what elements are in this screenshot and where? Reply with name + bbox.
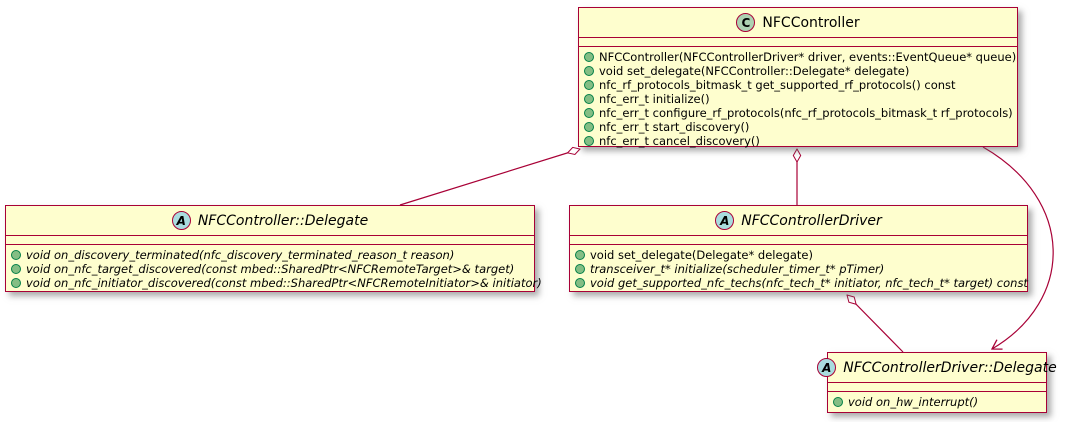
edge-driver-aggregates-delegate (847, 295, 904, 353)
class-title-bar: C NFCController (579, 8, 1017, 38)
class-name: NFCController::Delegate (197, 212, 369, 229)
method-signature: void on_nfc_target_discovered(const mbed… (26, 262, 515, 276)
class-nfccontrollerdriver-delegate: A NFCControllerDriver::Delegate void on_… (817, 352, 1057, 413)
public-visibility-icon (584, 122, 594, 132)
method-signature: nfc_err_t initialize() (599, 92, 710, 106)
class-name: NFCControllerDriver (741, 212, 882, 229)
method-signature: void set_delegate(NFCController::Delegat… (599, 64, 910, 78)
class-nfccontrollerdriver: A NFCControllerDriver void set_delegate(… (569, 205, 1028, 292)
method-row: nfc_err_t start_discovery() (584, 120, 1013, 134)
public-visibility-icon (584, 80, 594, 90)
public-visibility-icon (584, 66, 594, 76)
fields-compartment (6, 236, 534, 245)
method-signature: nfc_err_t start_discovery() (599, 120, 750, 134)
methods-compartment: void on_hw_interrupt() (828, 392, 1046, 411)
method-row: void on_nfc_initiator_discovered(const m… (11, 276, 542, 290)
method-signature: void on_hw_interrupt() (848, 395, 979, 409)
class-title-bar: A NFCControllerDriver::Delegate (817, 353, 1057, 383)
method-row: void on_hw_interrupt() (833, 395, 1042, 409)
methods-compartment: void set_delegate(Delegate* delegate) tr… (570, 245, 1028, 292)
method-signature: void get_supported_nfc_techs(nfc_tech_t*… (590, 276, 1028, 290)
method-row: void on_nfc_target_discovered(const mbed… (11, 262, 530, 276)
fields-compartment (570, 236, 1027, 245)
method-signature: void set_delegate(Delegate* delegate) (590, 248, 813, 262)
method-signature: transceiver_t* initialize(scheduler_time… (590, 262, 885, 276)
method-signature: void on_nfc_initiator_discovered(const m… (26, 276, 542, 290)
public-visibility-icon (584, 108, 594, 118)
public-visibility-icon (833, 397, 843, 407)
method-row: NFCController(NFCControllerDriver* drive… (584, 50, 1017, 64)
method-row: void on_discovery_terminated(nfc_discove… (11, 248, 530, 262)
public-visibility-icon (575, 278, 585, 288)
methods-compartment: void on_discovery_terminated(nfc_discove… (6, 245, 542, 292)
method-row: void set_delegate(NFCController::Delegat… (584, 64, 1013, 78)
class-stereotype-icon: C (736, 13, 756, 32)
method-row: void set_delegate(Delegate* delegate) (575, 248, 1023, 262)
public-visibility-icon (11, 278, 21, 288)
fields-compartment (828, 383, 1046, 392)
class-nfccontroller-delegate: A NFCController::Delegate void on_discov… (5, 205, 542, 292)
public-visibility-icon (584, 52, 594, 62)
public-visibility-icon (584, 136, 594, 146)
public-visibility-icon (575, 264, 585, 274)
class-name: NFCControllerDriver::Delegate (843, 359, 1057, 376)
fields-compartment (579, 38, 1017, 47)
method-signature: void on_discovery_terminated(nfc_discove… (26, 248, 455, 262)
class-title-bar: A NFCController::Delegate (6, 206, 534, 236)
class-nfccontroller: C NFCController NFCController(NFCControl… (578, 7, 1018, 150)
method-signature: nfc_err_t configure_rf_protocols(nfc_rf_… (599, 106, 1013, 120)
edge-controller-aggregates-delegate (399, 149, 580, 206)
methods-compartment: NFCController(NFCControllerDriver* drive… (579, 47, 1017, 150)
method-row: nfc_err_t cancel_discovery() (584, 134, 1013, 148)
method-row: nfc_err_t configure_rf_protocols(nfc_rf_… (584, 106, 1013, 120)
public-visibility-icon (11, 264, 21, 274)
class-title-bar: A NFCControllerDriver (570, 206, 1027, 236)
public-visibility-icon (11, 250, 21, 260)
method-signature: nfc_rf_protocols_bitmask_t get_supported… (599, 78, 956, 92)
method-row: transceiver_t* initialize(scheduler_time… (575, 262, 1023, 276)
method-row: void get_supported_nfc_techs(nfc_tech_t*… (575, 276, 1028, 290)
method-row: nfc_err_t initialize() (584, 92, 1013, 106)
class-name: NFCController (762, 14, 860, 31)
method-signature: NFCController(NFCControllerDriver* drive… (599, 50, 1017, 64)
method-row: nfc_rf_protocols_bitmask_t get_supported… (584, 78, 1013, 92)
method-signature: nfc_err_t cancel_discovery() (599, 134, 760, 148)
abstract-stereotype-icon: A (817, 358, 837, 377)
public-visibility-icon (584, 94, 594, 104)
abstract-stereotype-icon: A (715, 211, 735, 230)
public-visibility-icon (575, 250, 585, 260)
abstract-stereotype-icon: A (171, 211, 191, 230)
